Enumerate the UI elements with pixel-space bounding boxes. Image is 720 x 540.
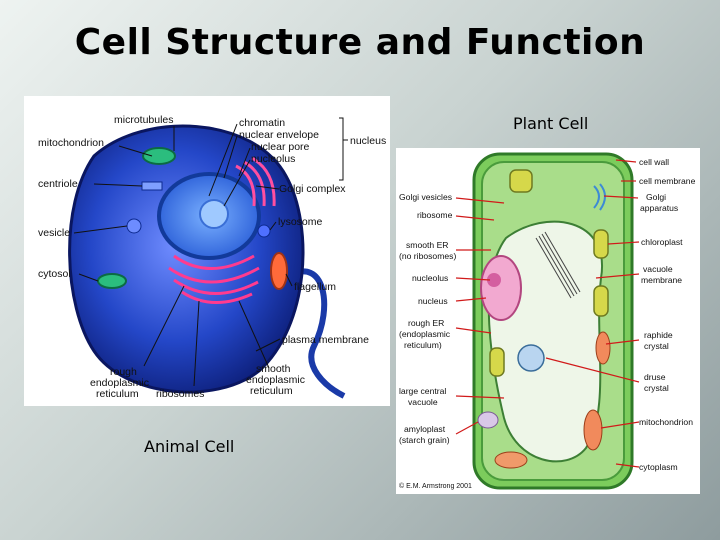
label-smooth-er-3: reticulum bbox=[250, 385, 293, 397]
label-nucleus: nucleus bbox=[350, 135, 386, 147]
mitochondrion-shape bbox=[142, 147, 176, 165]
animal-cell-svg: microtubules chromatin nuclear envelope … bbox=[38, 114, 386, 400]
animal-cell-body bbox=[68, 124, 305, 394]
nucleolus-shape bbox=[199, 199, 229, 229]
label-mitochondrion: mitochondrion bbox=[38, 137, 104, 149]
mitochondrion-shape-2 bbox=[583, 409, 603, 451]
plant-label-vacuole-1: vacuole bbox=[643, 264, 673, 274]
plant-label-ribosome: ribosome bbox=[417, 210, 453, 220]
plant-label-druse-2: crystal bbox=[644, 383, 669, 393]
label-flagellum: flagellum bbox=[294, 281, 336, 293]
plant-label-golgi-2: apparatus bbox=[640, 203, 678, 213]
plant-label-rough-er-2: (endoplasmic bbox=[399, 329, 451, 339]
plant-label-smooth-er-1: smooth ER bbox=[406, 240, 449, 250]
mitochondrion-shape-2 bbox=[270, 252, 288, 290]
plant-cell-caption: Plant Cell bbox=[513, 114, 589, 133]
plant-cell-diagram: cell wall cell membrane Golgi vesicles r… bbox=[396, 148, 700, 494]
label-nuclear-envelope: nuclear envelope bbox=[239, 129, 319, 141]
amyloplast-shape-2 bbox=[494, 451, 528, 469]
plant-label-smooth-er-2: (no ribosomes) bbox=[399, 251, 456, 261]
label-cytosol: cytosol bbox=[38, 268, 71, 280]
plant-label-rough-er-3: reticulum) bbox=[404, 340, 442, 350]
plant-label-vacuole-large-2: vacuole bbox=[408, 397, 438, 407]
label-rough-er-2: endoplasmic bbox=[90, 377, 149, 389]
plant-label-golgi-1: Golgi bbox=[646, 192, 666, 202]
plant-label-golgi-vesicles: Golgi vesicles bbox=[399, 192, 452, 202]
animal-cell-caption: Animal Cell bbox=[144, 437, 235, 456]
label-lysosome: lysosome bbox=[278, 216, 323, 228]
plant-label-arrows bbox=[455, 159, 640, 468]
label-vesicle: vesicle bbox=[38, 227, 70, 239]
nucleus-shape bbox=[480, 255, 522, 321]
label-microtubules: microtubules bbox=[114, 114, 174, 126]
plant-label-amyloplast-1: amyloplast bbox=[404, 424, 446, 434]
druse-crystal-shape bbox=[517, 344, 545, 372]
page-title: Cell Structure and Function bbox=[74, 22, 646, 63]
plant-label-cell-wall: cell wall bbox=[639, 157, 669, 167]
chloroplast-shapes bbox=[489, 169, 609, 377]
label-smooth-er-2: endoplasmic bbox=[246, 374, 305, 386]
centriole-shape bbox=[141, 181, 163, 191]
mitochondrion-shape bbox=[595, 331, 611, 365]
plant-label-chloroplast: chloroplast bbox=[641, 237, 683, 247]
label-ribosomes: ribosomes bbox=[156, 388, 204, 400]
plant-label-mitochondrion: mitochondrion bbox=[639, 417, 693, 427]
label-rough-er-1: rough bbox=[110, 366, 137, 378]
mitochondrion-shape-3 bbox=[97, 273, 127, 289]
plant-credit: © E.M. Armstrong 2001 bbox=[399, 482, 472, 490]
nucleus-bracket bbox=[339, 117, 348, 181]
label-nuclear-pore: nuclear pore bbox=[251, 141, 310, 153]
plant-label-rough-er-1: rough ER bbox=[408, 318, 444, 328]
lysosome-shape bbox=[257, 224, 271, 238]
plant-label-raphide-2: crystal bbox=[644, 341, 669, 351]
nucleolus-shape bbox=[487, 273, 501, 287]
label-chromatin: chromatin bbox=[239, 117, 285, 129]
flagellum-shape bbox=[287, 268, 346, 399]
plant-label-cytoplasm: cytoplasm bbox=[639, 462, 678, 472]
plant-label-nucleolus: nucleolus bbox=[412, 273, 448, 283]
plant-label-amyloplast-2: (starch grain) bbox=[399, 435, 450, 445]
vesicle-shape bbox=[126, 218, 142, 234]
label-smooth-er-1: smooth bbox=[256, 363, 291, 375]
plant-label-druse-1: druse bbox=[644, 372, 666, 382]
label-golgi-complex: Golgi complex bbox=[279, 183, 346, 195]
label-rough-er-3: reticulum bbox=[96, 388, 139, 400]
plant-label-nucleus: nucleus bbox=[418, 296, 448, 306]
label-nucleolus: nucleolus bbox=[251, 153, 295, 165]
plant-label-vacuole-2: membrane bbox=[641, 275, 682, 285]
raphide-crystal-shape bbox=[535, 231, 581, 299]
plant-cell-svg: cell wall cell membrane Golgi vesicles r… bbox=[399, 152, 696, 490]
plant-label-raphide-1: raphide bbox=[644, 330, 673, 340]
plant-label-vacuole-large-1: large central bbox=[399, 386, 446, 396]
rough-er-shape bbox=[168, 254, 260, 304]
animal-label-lines bbox=[73, 123, 293, 387]
label-plasma-membrane: plasma membrane bbox=[282, 334, 369, 346]
amyloplast-shape bbox=[477, 411, 499, 429]
plant-label-cell-membrane: cell membrane bbox=[639, 176, 696, 186]
label-centriole: centriole bbox=[38, 178, 78, 190]
animal-cell-diagram: microtubules chromatin nuclear envelope … bbox=[24, 96, 390, 406]
